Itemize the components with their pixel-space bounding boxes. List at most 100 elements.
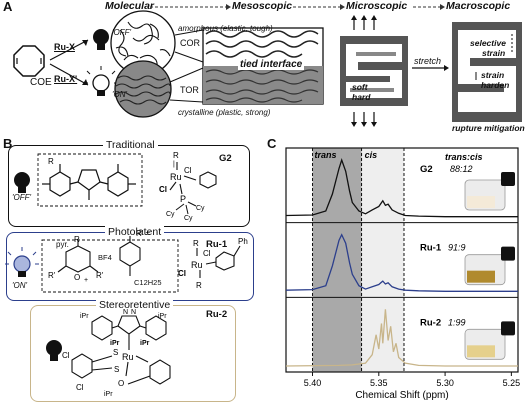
x-tick-label: 5.35 [370, 378, 388, 388]
cat-off-label: Ru-X [54, 42, 75, 52]
svg-text:Cl: Cl [203, 249, 211, 258]
x-tick-label: 5.40 [304, 378, 322, 388]
scale-mesoscopic: Mesoscopic [232, 0, 293, 12]
x-axis-label: Chemical Shift (ppm) [355, 390, 448, 401]
panel-a-graphics [13, 4, 522, 127]
vial-cap-icon [501, 172, 515, 186]
selective-strain-label-2: strain [482, 48, 506, 58]
ratio-header: trans:cis [445, 152, 483, 162]
crystalline-label: crystalline (plastic, strong) [178, 108, 271, 117]
svg-text:O: O [74, 273, 80, 282]
cat-on-label: Ru-X' [54, 74, 78, 84]
microscopic-sample [340, 15, 408, 127]
cor-label: COR [180, 38, 200, 48]
panel-c-label: C [267, 136, 277, 151]
svg-text:Cl: Cl [178, 269, 186, 278]
photolatent-state: 'ON' [12, 281, 28, 290]
amorphous-label: amorphous (elastic, tough) [178, 24, 273, 33]
svg-text:P: P [180, 194, 186, 204]
g2-ru-structure [169, 162, 217, 195]
traditional-title: Traditional [103, 139, 158, 151]
svg-text:R: R [196, 281, 202, 290]
svg-text:R: R [48, 157, 54, 166]
cis-region-label: cis [365, 150, 378, 160]
tor-label: TOR [180, 85, 199, 95]
vial-liquid-icon [467, 196, 495, 208]
hard-label: hard [352, 92, 371, 102]
macroscopic-sample [452, 22, 522, 122]
selective-strain-label-1: selective [470, 38, 506, 48]
svg-text:R': R' [48, 271, 56, 280]
svg-text:Cl: Cl [159, 185, 167, 194]
coe-ring [13, 45, 45, 77]
svg-text:R': R' [96, 271, 104, 280]
svg-text:iPr: iPr [158, 313, 167, 320]
svg-text:iPr: iPr [140, 340, 150, 347]
svg-text:Ru: Ru [170, 172, 182, 182]
stereoretentive-title: Stereoretentive [96, 299, 174, 311]
svg-text:Cl: Cl [62, 351, 70, 360]
coe-label: COE [30, 77, 52, 88]
vial-liquid-icon [467, 270, 495, 283]
sample-ratio-g2: 88:12 [450, 164, 473, 174]
pyr-label: pyr. [56, 240, 69, 249]
svg-text:R: R [173, 151, 179, 160]
svg-text:N: N [123, 309, 128, 316]
svg-text:Cy: Cy [184, 215, 193, 222]
trans-region-label: trans [315, 150, 337, 160]
g2-nhc-structure [42, 164, 136, 200]
svg-text:Ru: Ru [122, 352, 134, 362]
region-trans [312, 148, 362, 372]
svg-text:iPr: iPr [104, 391, 113, 398]
spectrum-ru-1 [285, 233, 518, 292]
svg-text:O: O [118, 379, 124, 388]
ru1-ru-structure [196, 245, 241, 278]
strain-harden-label-2: harden [481, 80, 510, 90]
spectrum-ru-2 [285, 309, 518, 367]
panel-b-label: B [3, 136, 13, 151]
svg-text:|: | [173, 161, 175, 168]
rupture-label: rupture mitigation [452, 123, 525, 133]
traditional-state: 'OFF' [12, 193, 32, 202]
bulb-off-icon-b [14, 172, 30, 193]
bulb-on-icon-b [5, 247, 39, 277]
g2-name: G2 [219, 153, 232, 164]
bulb-off-icon [93, 29, 109, 50]
scale-microscopic: Microscopic [346, 0, 408, 12]
state-off-label: 'OFF' [112, 28, 132, 37]
alkyl-label: C12H25 [134, 278, 162, 287]
tied-interface-label: tied interface [238, 59, 305, 70]
panel-b-structures: R R | Ru Cl Cl P Cy Cy Cy [5, 151, 248, 398]
spectrum-g2 [285, 157, 518, 218]
ru1-name: Ru-1 [206, 239, 228, 250]
ru2-name: Ru-2 [206, 309, 228, 320]
svg-text:S: S [113, 348, 118, 357]
state-on-label: 'ON' [112, 90, 128, 99]
anion-label: BF4 [98, 253, 112, 262]
vial-liquid-icon [467, 345, 495, 358]
sample-name-g2: G2 [420, 164, 433, 175]
tor-circle [114, 60, 172, 118]
scale-macroscopic: Macroscopic [446, 0, 511, 12]
vial-cap-icon [501, 321, 515, 336]
svg-text:Cy: Cy [166, 211, 175, 218]
photolatent-title: Photolatent [105, 226, 165, 238]
ru2-structure [71, 315, 171, 385]
svg-text:Cy: Cy [196, 205, 205, 212]
svg-text:Cl: Cl [184, 166, 192, 175]
sample-name-ru-2: Ru-2 [420, 317, 441, 328]
svg-text:R: R [193, 239, 199, 248]
svg-text:iPr: iPr [110, 340, 120, 347]
svg-text:Ru: Ru [191, 260, 203, 270]
svg-text:S: S [114, 365, 119, 374]
vial-cap-icon [501, 246, 515, 261]
stretch-label: stretch [414, 56, 442, 66]
panel-a-label: A [3, 0, 13, 14]
plot-frame [285, 147, 519, 373]
strain-harden-label-1: strain [481, 70, 505, 80]
sample-name-ru-1: Ru-1 [420, 243, 442, 254]
svg-text:Cl: Cl [76, 383, 84, 392]
pyrylium-structure [57, 236, 141, 276]
soft-label: soft [352, 82, 368, 92]
